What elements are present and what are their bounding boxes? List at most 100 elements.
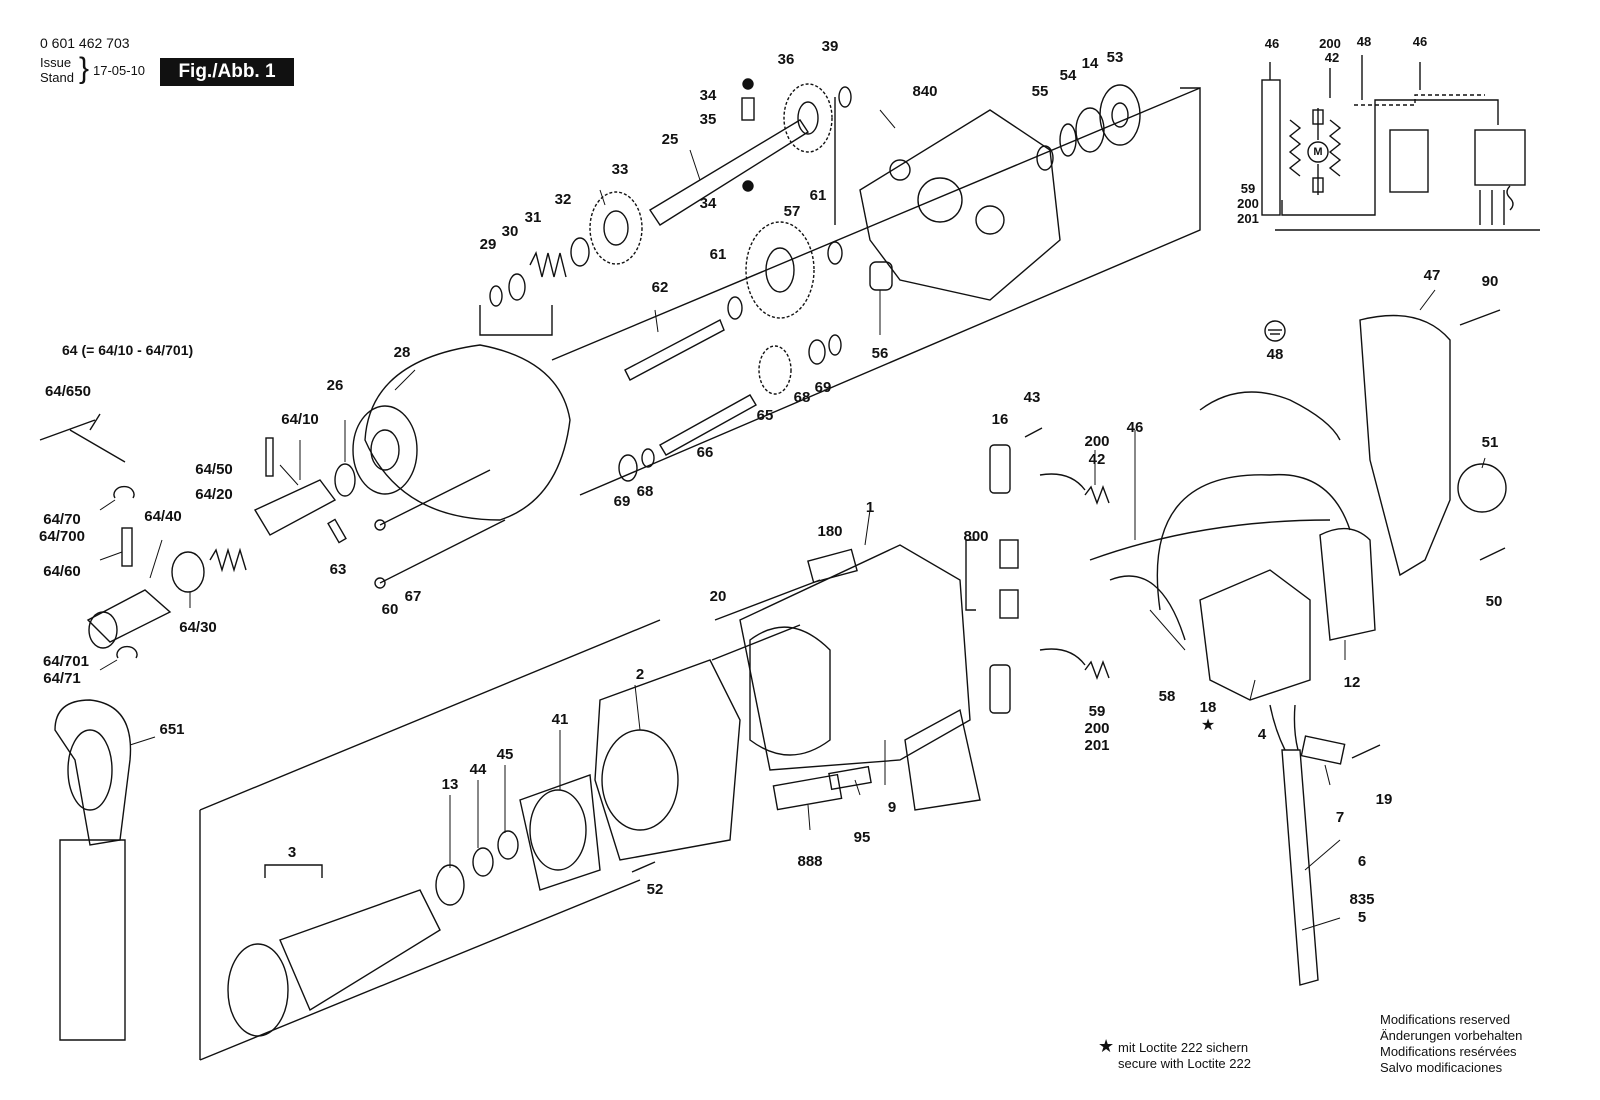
part-label: 54 — [1059, 67, 1077, 84]
wiring-schematic — [1261, 55, 1540, 231]
part-label: 64/60 — [43, 563, 81, 580]
part-label: 64/40 — [144, 508, 182, 525]
screw-60-shape — [379, 519, 506, 584]
part-label: 26 — [326, 377, 344, 394]
loctite-star-marker: ★ — [1200, 717, 1216, 734]
ring-44-shape — [472, 847, 494, 877]
suppressor-12-shape — [1319, 527, 1376, 641]
screw-52-shape — [631, 861, 656, 873]
part-label: 64/20 — [195, 486, 233, 503]
part-label: 32 — [554, 191, 572, 208]
wire-harness-shape — [1156, 473, 1351, 611]
issue-label: Issue — [40, 55, 72, 70]
schematic-label: 42 — [1324, 50, 1340, 65]
schematic-label: 59 — [1240, 181, 1256, 196]
part-label: 5 — [1357, 909, 1367, 926]
brush-upper-800-shape — [999, 539, 1019, 569]
part-label: 30 — [501, 223, 519, 240]
pistol-grip-9-shape — [904, 708, 981, 811]
handle-half-47-shape — [1359, 314, 1451, 577]
motor-symbol-letter: M — [1313, 146, 1323, 158]
ring-29-shape — [489, 285, 503, 307]
chuck-key-64-650-shape — [39, 413, 126, 463]
part-label: 64/71 — [43, 670, 81, 687]
loctite-note-line2: secure with Loctite 222 — [1118, 1056, 1251, 1071]
part-label: 64/50 — [195, 461, 233, 478]
spring-42-shape — [1084, 485, 1110, 505]
part-label: 180 — [817, 523, 843, 540]
screw-19-shape — [1351, 744, 1381, 759]
schematic-label: 46 — [1412, 34, 1428, 49]
part-label: 64/701 — [43, 653, 89, 670]
pin-64-50-shape — [265, 437, 274, 477]
part-label: 4 — [1257, 726, 1267, 743]
armature-3-shape — [279, 889, 441, 1012]
switch-box — [1474, 129, 1526, 186]
modifications-note-de: Änderungen vorbehalten — [1380, 1028, 1523, 1043]
part-label: 69 — [814, 379, 832, 396]
field-coil-46-left — [1261, 79, 1281, 216]
part-label: 47 — [1423, 267, 1441, 284]
part-label: 200 — [1084, 433, 1110, 450]
bearing-14-shape — [1075, 107, 1105, 153]
spring-64-700-shape — [121, 527, 133, 567]
switch-4-shape — [1199, 569, 1311, 701]
part-label: 68 — [793, 389, 811, 406]
schematic-label: 200 — [1319, 36, 1341, 51]
part-label: 61 — [809, 187, 827, 204]
ring-55-shape — [1036, 145, 1054, 171]
chuck-group-note: 64 (= 64/10 - 64/701) — [62, 342, 194, 358]
stand-label: Stand — [40, 70, 74, 85]
header-brace: } — [79, 52, 90, 85]
part-label: 9 — [887, 799, 897, 816]
loctite-note-star: ★ — [1098, 1036, 1115, 1056]
gear-33-shape — [589, 191, 643, 265]
part-label: 28 — [393, 344, 411, 361]
spring-64-20-shape — [209, 547, 247, 573]
pinion-65-shape — [758, 345, 792, 395]
shaft-62-shape — [624, 319, 725, 381]
ring-26-shape — [334, 463, 356, 497]
part-label: 60 — [381, 601, 399, 618]
part-label: 18 — [1199, 699, 1217, 716]
label-95-shape — [828, 765, 872, 791]
part-label: 34 — [699, 87, 717, 104]
part-label: 64/650 — [45, 383, 91, 400]
part-label: 66 — [696, 444, 714, 461]
bushing-56-shape — [869, 261, 893, 291]
screw-50-shape — [1479, 547, 1506, 561]
part-label: 90 — [1481, 273, 1499, 290]
part-label: 35 — [699, 111, 717, 128]
ground-symbol — [1264, 320, 1286, 342]
brush-holder-lower-shape — [989, 664, 1011, 714]
schematic-label: 48 — [1356, 34, 1372, 49]
part-label: 33 — [611, 161, 629, 178]
part-label: 43 — [1023, 389, 1041, 406]
part-label: 7 — [1335, 809, 1345, 826]
clamp-7-shape — [1300, 735, 1346, 765]
part-label: 25 — [661, 131, 679, 148]
part-label: 51 — [1481, 434, 1499, 451]
gear-57-shape — [745, 221, 815, 319]
part-label: 13 — [441, 776, 459, 793]
cap-51-shape — [1457, 463, 1507, 513]
part-label: 39 — [821, 38, 839, 55]
part-label: 36 — [777, 51, 795, 68]
modifications-note-es: Salvo modificaciones — [1380, 1060, 1503, 1075]
stator-2-shape — [594, 659, 741, 861]
ground-wire-48-shape — [1199, 391, 1341, 441]
gearbox-frame-outline — [479, 305, 553, 336]
part-label: 58 — [1158, 688, 1176, 705]
part-label: 48 — [1266, 346, 1284, 363]
part-label: 56 — [871, 345, 889, 362]
loctite-note-line1: mit Loctite 222 sichern — [1118, 1040, 1249, 1055]
bearing-13-shape — [435, 864, 465, 906]
gear-head-housing-28-shape — [364, 344, 571, 521]
part-label: 52 — [646, 881, 664, 898]
part-label: 800 — [963, 528, 989, 545]
ring-64-30-shape — [171, 551, 205, 593]
part-label: 6 — [1357, 853, 1367, 870]
part-label: 64/10 — [281, 411, 319, 428]
motor-housing-1-shape — [739, 544, 971, 771]
schematic-label: 46 — [1264, 36, 1280, 51]
